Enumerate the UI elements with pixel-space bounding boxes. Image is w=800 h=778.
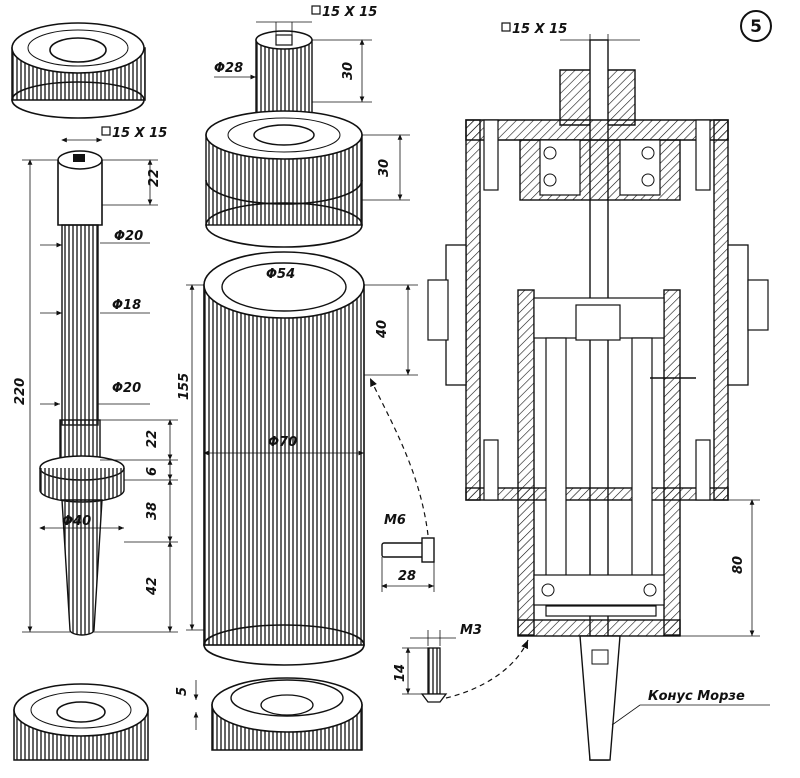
label-assembly-square: 15 X 15 [512, 22, 567, 37]
tube-housing [203, 251, 365, 666]
label-shaft-d20-lower: Φ20 [112, 381, 141, 396]
label-screw-m6: M6 [384, 513, 406, 528]
label-screw-28: 28 [398, 569, 416, 584]
label-shaft-d20-upper: Φ20 [114, 229, 143, 244]
label-morse-taper: Конус Морзе [648, 689, 745, 704]
label-hub-d28: Φ28 [214, 61, 243, 76]
square-symbol [101, 126, 111, 136]
label-shaft-square: 15 X 15 [112, 126, 167, 141]
label-tube-length: 155 [177, 373, 192, 400]
spindle-shaft [39, 150, 125, 636]
base-flange [211, 677, 363, 751]
label-shaft-taper-42: 42 [145, 577, 160, 596]
square-symbol [311, 5, 321, 15]
label-assembly-80: 80 [731, 556, 746, 574]
label-shaft-collar-d40: Φ40 [62, 514, 91, 529]
label-tube-d54: Φ54 [266, 267, 295, 282]
label-pin-m3: M3 [460, 623, 482, 638]
label-hub-30a: 30 [341, 62, 356, 80]
screw-arrow [369, 377, 429, 536]
screw-m6 [381, 537, 435, 563]
bearing-bottom-left [13, 683, 149, 761]
label-shaft-length: 220 [13, 378, 28, 405]
label-shaft-collar-height: 22 [145, 430, 160, 448]
pin-m3 [420, 647, 448, 703]
assembly-section [427, 39, 769, 761]
label-shaft-d18: Φ18 [112, 298, 141, 313]
pin-arrow [445, 639, 529, 699]
label-shaft-collar-38: 38 [145, 502, 160, 520]
label-tube-d70: Φ70 [268, 435, 297, 450]
square-symbol [501, 22, 511, 32]
label-shaft-collar-6: 6 [145, 467, 160, 476]
bearing-top-left [11, 22, 146, 119]
label-pin-14: 14 [393, 664, 408, 682]
label-hub-30b: 30 [377, 159, 392, 177]
figure-number: 5 [750, 17, 762, 37]
figure-number-circle [740, 10, 772, 42]
hub-assembly [205, 30, 363, 248]
dimension-lines [22, 21, 770, 730]
label-hub-square: 15 X 15 [322, 5, 377, 20]
label-base-5: 5 [175, 687, 190, 696]
label-tube-40: 40 [375, 320, 390, 339]
label-shaft-top: 22 [147, 169, 162, 187]
